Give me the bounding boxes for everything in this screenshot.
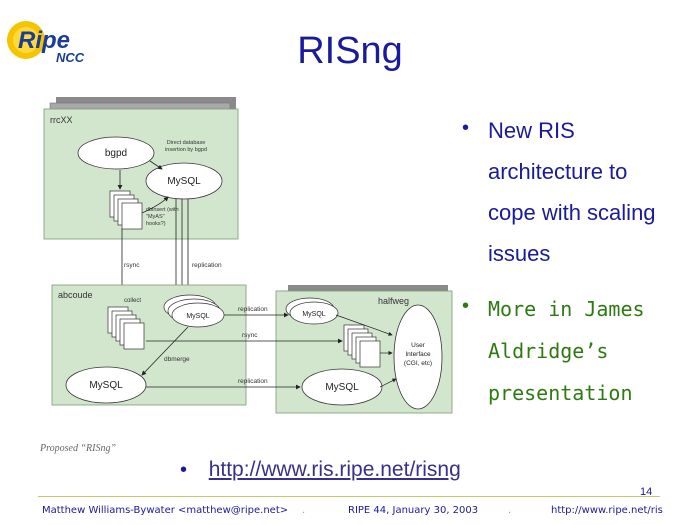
- bgpd-to-mysql-arrow: [149, 160, 163, 170]
- replication-top-label: replication: [238, 306, 268, 313]
- halfweg-group: halfweg MySQL User Interface (CGI, etc) …: [275, 285, 453, 414]
- link-bullet: • http://www.ris.ripe.net/risng: [180, 458, 580, 482]
- ripe-ncc-logo: Ripe NCC: [7, 21, 85, 65]
- small-mysql-to-ui-arrow: [335, 314, 393, 336]
- direct-insert-note-2: insertion by bgpd: [165, 147, 207, 153]
- bullet-marker: •: [462, 117, 470, 139]
- logo-sub: NCC: [56, 50, 85, 65]
- bullet-1-line: architecture to: [488, 159, 628, 184]
- direct-insert-note-1: Direct database: [167, 140, 206, 146]
- halfweg-mysql-label: MySQL: [325, 382, 359, 393]
- bullet-1-line: New RIS: [488, 118, 575, 143]
- bgpd-label: bgpd: [105, 148, 127, 159]
- footer-divider: [38, 496, 660, 497]
- halfweg-mysql-small-label: MySQL: [302, 311, 325, 318]
- halfweg-mysql-small-node: [289, 301, 339, 325]
- abcoude-file-stack: [107, 306, 145, 350]
- footer-event: RIPE 44, January 30, 2003: [348, 505, 479, 516]
- rrc-file-stack: [109, 190, 143, 230]
- user-interface-node: [393, 304, 443, 410]
- bullet-1-line: issues: [488, 241, 551, 266]
- files-to-mysql-arrow: [141, 196, 169, 214]
- mysql-to-ui-arrow: [379, 378, 397, 388]
- rsync-down-label: rsync: [124, 262, 140, 269]
- dbinsert-note-2: "MyAS": [146, 214, 165, 220]
- bullet-1-line: cope with scaling: [488, 200, 656, 225]
- risng-architecture-diagram: rrcXX bgpd MySQL Direct database inserti…: [39, 97, 453, 454]
- rsync-middle-label: rsync: [242, 332, 258, 339]
- abcoude-group: abcoude collect MySQL MySQL dbmerge: [51, 284, 247, 406]
- footer-author: Matthew Williams-Bywater <matthew@ripe.n…: [42, 505, 289, 516]
- rrc-mysql-label: MySQL: [167, 176, 201, 187]
- bullet-1-text: New RIS architecture to cope with scalin…: [488, 110, 698, 274]
- bgpd-node: [77, 136, 155, 170]
- logo-sun-inner: [13, 27, 39, 53]
- abcoude-mysql-node: [65, 366, 147, 404]
- ui-label-2: Interface: [405, 351, 431, 358]
- ui-label-3: (CGI, etc): [404, 360, 432, 367]
- abcoude-label: abcoude: [58, 290, 93, 300]
- rrc-mysql-node: [145, 162, 223, 200]
- rrc-label: rrcXX: [50, 115, 73, 125]
- rrc-group: rrcXX bgpd MySQL Direct database inserti…: [43, 97, 239, 240]
- ui-label-1: User: [411, 342, 426, 349]
- bullet-2-line: More in James: [488, 297, 645, 321]
- bullet-marker: •: [180, 459, 188, 481]
- dbinsert-note-3: hooks?): [146, 221, 166, 227]
- slide-title: RISng: [297, 30, 403, 72]
- logo-word: Ripe: [18, 27, 70, 54]
- dbmerge-label: dbmerge: [164, 356, 190, 363]
- halfweg-label: halfweg: [378, 296, 409, 306]
- dbinsert-note-1: dbinsert (with: [146, 207, 179, 213]
- replication-bottom-label: replication: [238, 378, 268, 385]
- risng-link[interactable]: http://www.ris.ripe.net/risng: [208, 458, 461, 481]
- abcoude-mysql-label: MySQL: [89, 380, 123, 391]
- bullet-2-text: More in James Aldridge’s presentation: [488, 288, 698, 414]
- dbmerge-arrow: [141, 326, 189, 376]
- footer-separator: .: [508, 505, 512, 516]
- page-number: 14: [640, 486, 653, 498]
- halfweg-mysql-node: [301, 368, 383, 406]
- footer-separator: .: [302, 505, 306, 516]
- bullet-marker: •: [462, 295, 470, 317]
- diagram-caption: Proposed “RISng”: [39, 443, 116, 454]
- replication-down-label: replication: [192, 262, 222, 269]
- bullet-2-line: presentation: [488, 381, 633, 405]
- footer-url: http://www.ripe.net/ris: [551, 505, 663, 516]
- halfweg-file-stack: [343, 324, 381, 368]
- abcoude-mysql-small-label: MySQL: [186, 313, 209, 320]
- bullet-2-line: Aldridge’s: [488, 339, 609, 363]
- collect-label: collect: [124, 298, 141, 304]
